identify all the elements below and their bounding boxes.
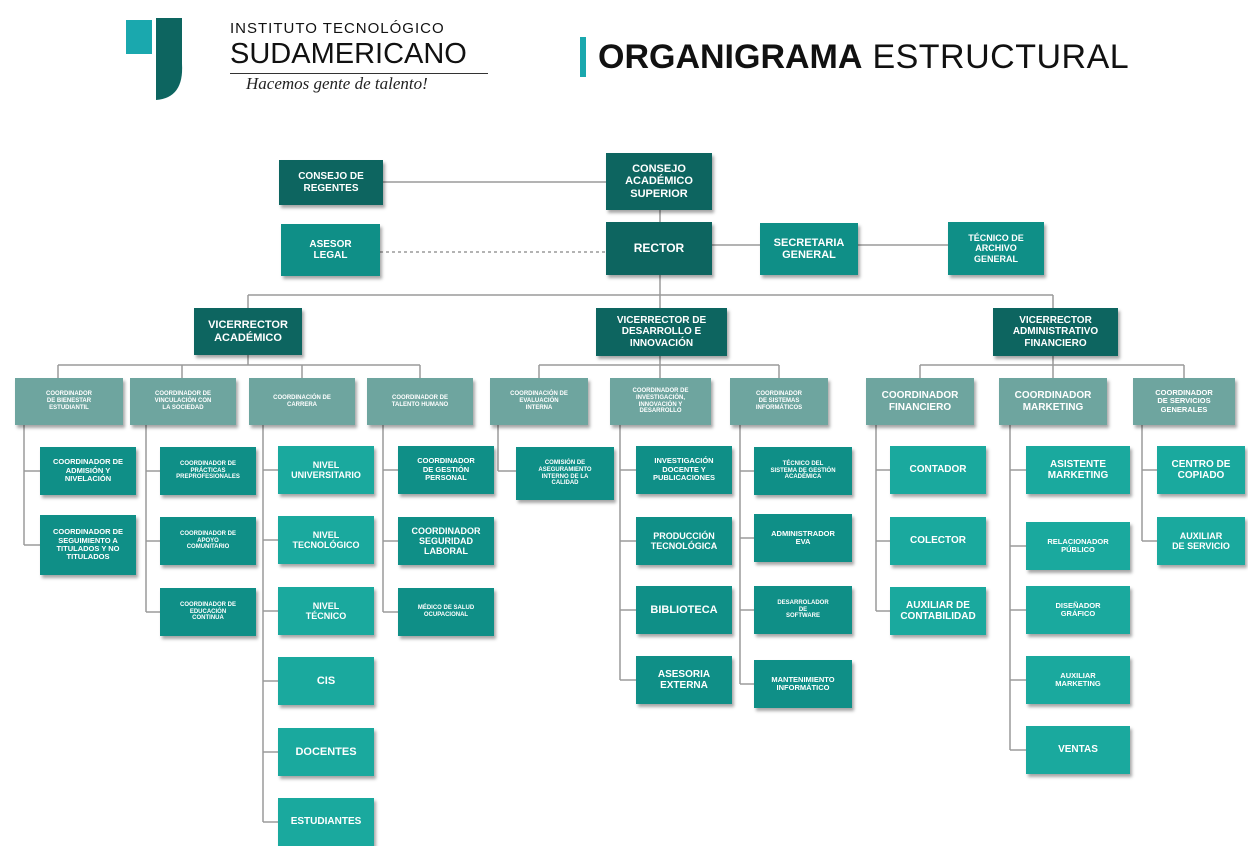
box-biblioteca: BIBLIOTECA xyxy=(636,586,732,634)
box-coord-bienestar: COORDINADOR DE BIENESTAR ESTUDIANTIL xyxy=(15,378,123,425)
box-vicerrector-desarrollo: VICERRECTOR DE DESARROLLO E INNOVACIÓN xyxy=(596,308,727,356)
box-administrador-eva: ADMINISTRADOR EVA xyxy=(754,514,852,562)
box-asistente-marketing: ASISTENTE MARKETING xyxy=(1026,446,1130,494)
title-accent-bar xyxy=(580,37,586,77)
box-contador: CONTADOR xyxy=(890,446,986,494)
box-apoyo-comunitario: COORDINADOR DE APOYO COMUNITARIO xyxy=(160,517,256,565)
box-coord-marketing: COORDINADOR MARKETING xyxy=(999,378,1107,425)
box-tecnico-archivo-general: TÉCNICO DE ARCHIVO GENERAL xyxy=(948,222,1044,275)
title-bold: ORGANIGRAMA xyxy=(598,37,863,76)
box-nivel-tecnologico: NIVEL TECNOLÓGICO xyxy=(278,516,374,564)
box-educacion-continua: COORDINADOR DE EDUCACIÓN CONTINUA xyxy=(160,588,256,636)
box-auxiliar-contabilidad: AUXILIAR DE CONTABILIDAD xyxy=(890,587,986,635)
logo-mark-icon xyxy=(126,18,183,100)
box-tecnico-sistema-gestion: TÉCNICO DEL SISTEMA DE GESTIÓN ACADÉMICA xyxy=(754,447,852,495)
logo-tagline: Hacemos gente de talento! xyxy=(246,74,428,93)
box-seguimiento-titulados: COORDINADOR DE SEGUIMIENTO A TITULADOS Y… xyxy=(40,515,136,575)
box-estudiantes: ESTUDIANTES xyxy=(278,798,374,846)
box-nivel-universitario: NIVEL UNIVERSITARIO xyxy=(278,446,374,494)
box-produccion-tecnologica: PRODUCCIÓN TECNOLÓGICA xyxy=(636,517,732,565)
box-coord-carrera: COORDINACIÓN DE CARRERA xyxy=(249,378,355,425)
box-coord-evaluacion: COORDINACIÓN DE EVALUACIÓN INTERNA xyxy=(490,378,588,425)
box-secretaria-general: SECRETARIA GENERAL xyxy=(760,223,858,275)
box-medico-salud: MÉDICO DE SALUD OCUPACIONAL xyxy=(398,588,494,636)
page-title: ORGANIGRAMA ESTRUCTURAL xyxy=(580,36,1129,78)
box-seguridad-laboral: COORDINADOR SEGURIDAD LABORAL xyxy=(398,517,494,565)
box-disenador-grafico: DISEÑADOR GRÁFICO xyxy=(1026,586,1130,634)
box-cis: CIS xyxy=(278,657,374,705)
logo-line-institute: INSTITUTO TECNOLÓGICO xyxy=(230,20,445,37)
logo-line-name: SUDAMERICANO xyxy=(230,38,467,70)
box-vicerrector-academico: VICERRECTOR ACADÉMICO xyxy=(194,308,302,355)
box-coord-financiero: COORDINADOR FINANCIERO xyxy=(866,378,974,425)
box-comision-calidad: COMISIÓN DE ASEGURAMIENTO INTERNO DE LA … xyxy=(516,447,614,500)
box-coord-investigacion: COORDINADOR DE INVESTIGACIÓN, INNOVACIÓN… xyxy=(610,378,711,425)
box-asesor-legal: ASESOR LEGAL xyxy=(281,224,380,276)
box-centro-copiado: CENTRO DE COPIADO xyxy=(1157,446,1245,494)
title-light: ESTRUCTURAL xyxy=(872,37,1130,76)
box-docentes: DOCENTES xyxy=(278,728,374,776)
box-desarrollador-software: DESARROLADOR DE SOFTWARE xyxy=(754,586,852,634)
box-ventas: VENTAS xyxy=(1026,726,1130,774)
box-investigacion-docente: INVESTIGACIÓN DOCENTE Y PUBLICACIONES xyxy=(636,446,732,494)
box-auxiliar-servicio: AUXILIAR DE SERVICIO xyxy=(1157,517,1245,565)
box-relacionador-publico: RELACIONADOR PÚBLICO xyxy=(1026,522,1130,570)
box-consejo-academico-superior: CONSEJO ACADÉMICO SUPERIOR xyxy=(606,153,712,210)
box-rector: RECTOR xyxy=(606,222,712,275)
box-coord-servicios: COORDINADOR DE SERVICIOS GENERALES xyxy=(1133,378,1235,425)
box-mantenimiento-informatico: MANTENIMIENTO INFORMÁTICO xyxy=(754,660,852,708)
box-gestion-personal: COORDINADOR DE GESTIÓN PERSONAL xyxy=(398,446,494,494)
institute-logo: INSTITUTO TECNOLÓGICO SUDAMERICANO Hacem… xyxy=(122,14,492,104)
box-coord-vinculacion: COORDINADOR DE VINCULACIÓN CON LA SOCIED… xyxy=(130,378,236,425)
box-colector: COLECTOR xyxy=(890,517,986,565)
box-practicas-preprofesionales: COORDINADOR DE PRÁCTICAS PREPROFESIONALE… xyxy=(160,447,256,495)
box-admision-nivelacion: COORDINADOR DE ADMISIÓN Y NIVELACIÓN xyxy=(40,447,136,495)
box-asesoria-externa: ASESORIA EXTERNA xyxy=(636,656,732,704)
box-auxiliar-marketing: AUXILIAR MARKETING xyxy=(1026,656,1130,704)
logo-divider xyxy=(230,73,488,74)
box-vicerrector-administrativo: VICERRECTOR ADMINISTRATIVO FINANCIERO xyxy=(993,308,1118,356)
box-coord-talento-humano: COORDINADOR DE TALENTO HUMANO xyxy=(367,378,473,425)
box-coord-sistemas: COORDINADOR DE SISTEMAS INFORMÁTICOS xyxy=(730,378,828,425)
box-consejo-de-regentes: CONSEJO DE REGENTES xyxy=(279,160,383,205)
box-nivel-tecnico: NIVEL TÉCNICO xyxy=(278,587,374,635)
